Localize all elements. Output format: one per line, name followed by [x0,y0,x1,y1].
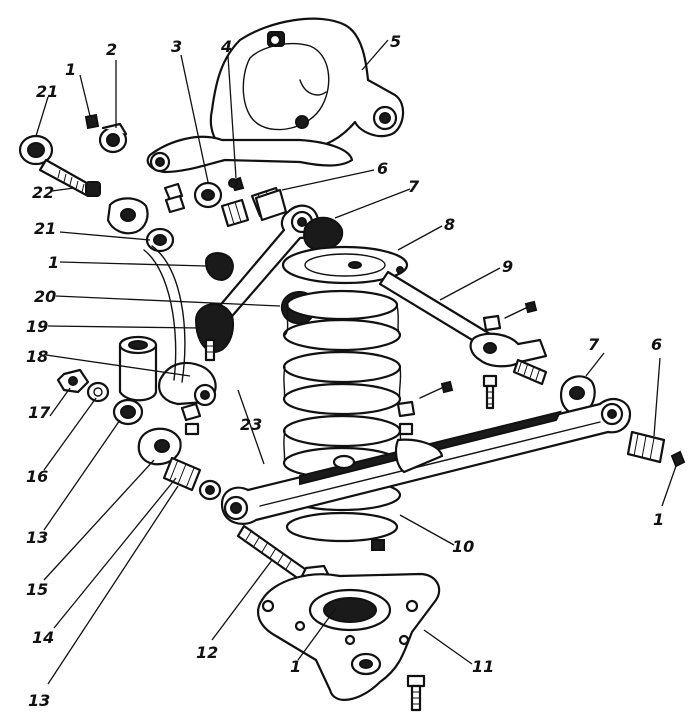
callout-12: 12 [196,643,218,662]
callout-22: 22 [32,183,54,202]
callout-2: 2 [106,40,117,59]
callout-23: 23 [240,415,262,434]
callout-4: 4 [220,37,232,56]
callout-15: 15 [26,580,48,599]
small-bolts-top [163,178,238,214]
lower-control-arm [220,397,632,525]
callout-9: 9 [502,257,513,276]
callout-1-right: 1 [653,510,664,529]
adjuster-nut [106,197,175,253]
bushing-3 [193,181,223,209]
callout-21-top: 21 [36,82,58,101]
threaded-bushing-14 [162,456,202,492]
threaded-bushing-6-right [626,430,666,464]
spring-seat-8 [281,245,409,285]
callout-labels: 1 2 3 4 5 6 7 8 9 7 6 1 10 11 12 1 13 14… [26,32,664,710]
leader-lines [35,39,677,685]
callout-1-bottom: 1 [290,657,301,676]
callout-16: 16 [26,467,48,486]
callout-13-mid: 13 [26,528,48,547]
callout-7-top: 7 [408,177,420,196]
coil-spring-10 [282,289,402,551]
rubber-bush-7-upper [303,216,344,252]
callout-1-top: 1 [65,60,76,79]
lower-spring-plate [257,572,441,712]
washer-16 [86,381,110,403]
callout-14: 14 [32,628,54,647]
callout-13-bottom: 13 [28,691,50,710]
callout-21-lower: 21 [34,219,56,238]
callout-7-right: 7 [588,335,600,354]
callout-6-right: 6 [651,335,662,354]
bushing-13-lower [198,479,222,501]
steering-knuckle [112,245,217,466]
threaded-bushing-6-upper [254,188,288,222]
callout-18: 18 [26,347,48,366]
callout-1-left: 1 [48,253,59,272]
small-bolts-mid [396,380,454,436]
rubber-buffer-19 [194,303,234,362]
callout-11: 11 [472,657,494,676]
callout-17: 17 [28,403,51,422]
callout-3: 3 [171,37,182,56]
upper-bushing [98,122,128,154]
callout-10: 10 [452,537,474,556]
callout-6-top: 6 [377,159,388,178]
callout-19: 19 [26,317,48,336]
rubber-bush-7-right [560,375,596,416]
strut-rod-9 [378,270,548,410]
callout-20: 20 [34,287,56,306]
callout-5: 5 [390,32,401,51]
nut-17 [56,368,90,394]
upper-housing [146,17,405,174]
tie-rod-end-upper [18,134,101,198]
callout-8: 8 [444,215,455,234]
